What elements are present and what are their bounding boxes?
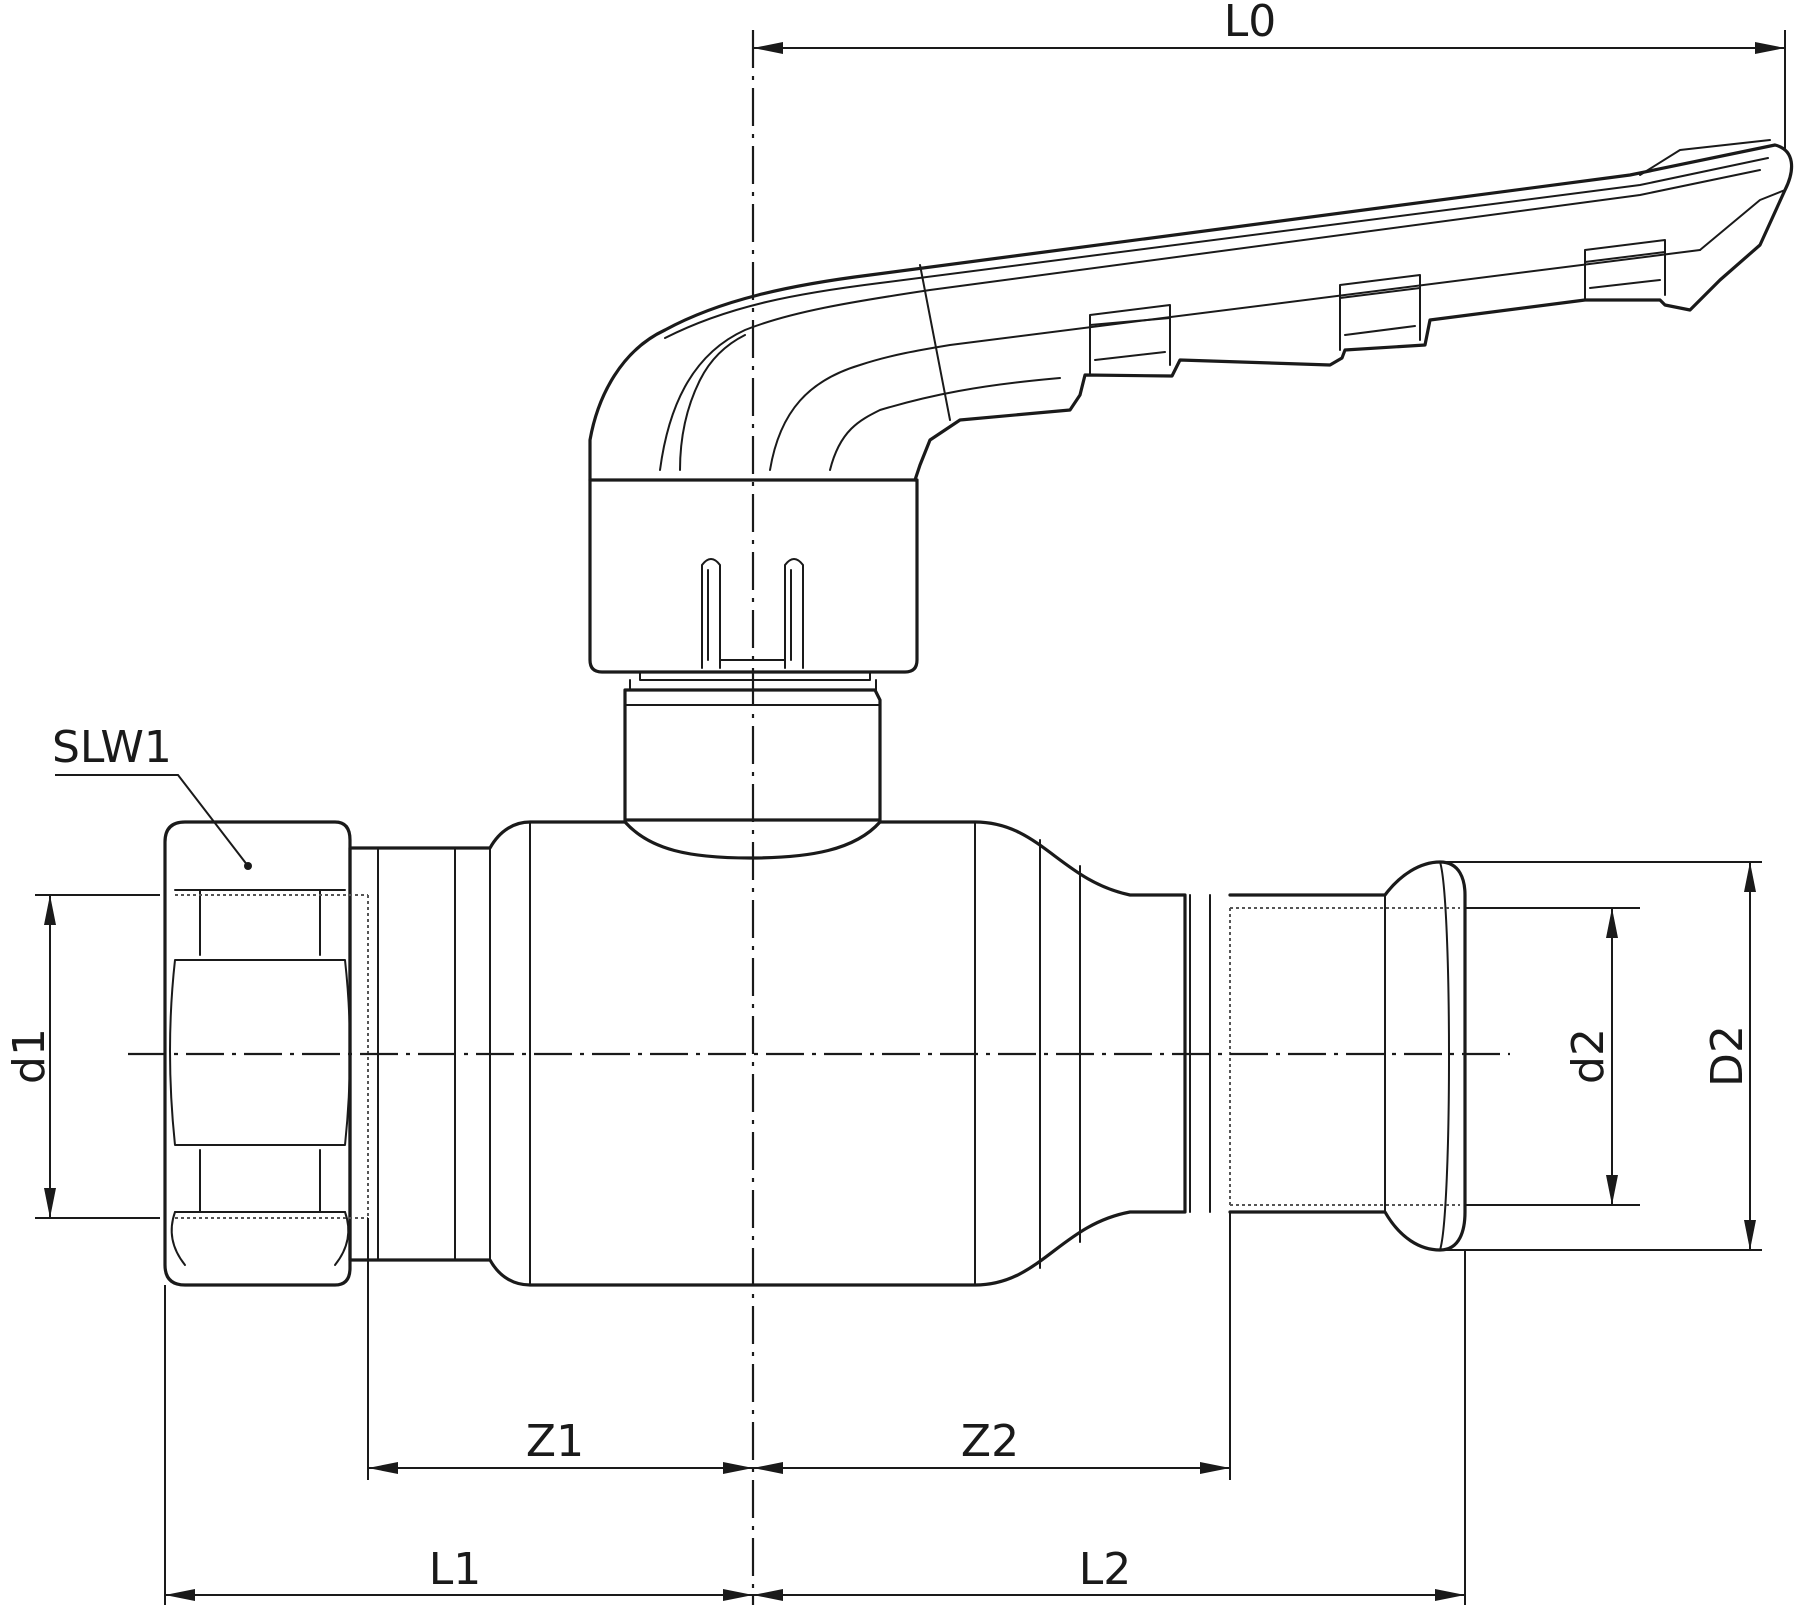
dim-L0 (753, 30, 1786, 150)
label-L0: L0 (1224, 0, 1277, 47)
dim-Z1-Z2 (367, 1212, 1231, 1480)
label-Z2: Z2 (961, 1416, 1019, 1467)
dim-L1-L2 (164, 1250, 1466, 1605)
label-d1: d1 (4, 1028, 55, 1084)
press-end (1228, 860, 1467, 1252)
label-L1: L1 (429, 1544, 482, 1595)
union-nut (163, 820, 369, 1287)
dim-D2 (1440, 861, 1762, 1251)
label-D2: D2 (1702, 1025, 1753, 1087)
label-d2: d2 (1563, 1028, 1614, 1084)
slw1-leader (55, 774, 249, 867)
handle-hub (588, 478, 919, 681)
label-L2: L2 (1079, 1544, 1132, 1595)
dim-d1 (35, 894, 160, 1219)
dim-d2 (1465, 907, 1640, 1206)
label-Z1: Z1 (526, 1416, 584, 1467)
lever-handle (588, 139, 1794, 482)
label-SLW1: SLW1 (52, 722, 172, 773)
